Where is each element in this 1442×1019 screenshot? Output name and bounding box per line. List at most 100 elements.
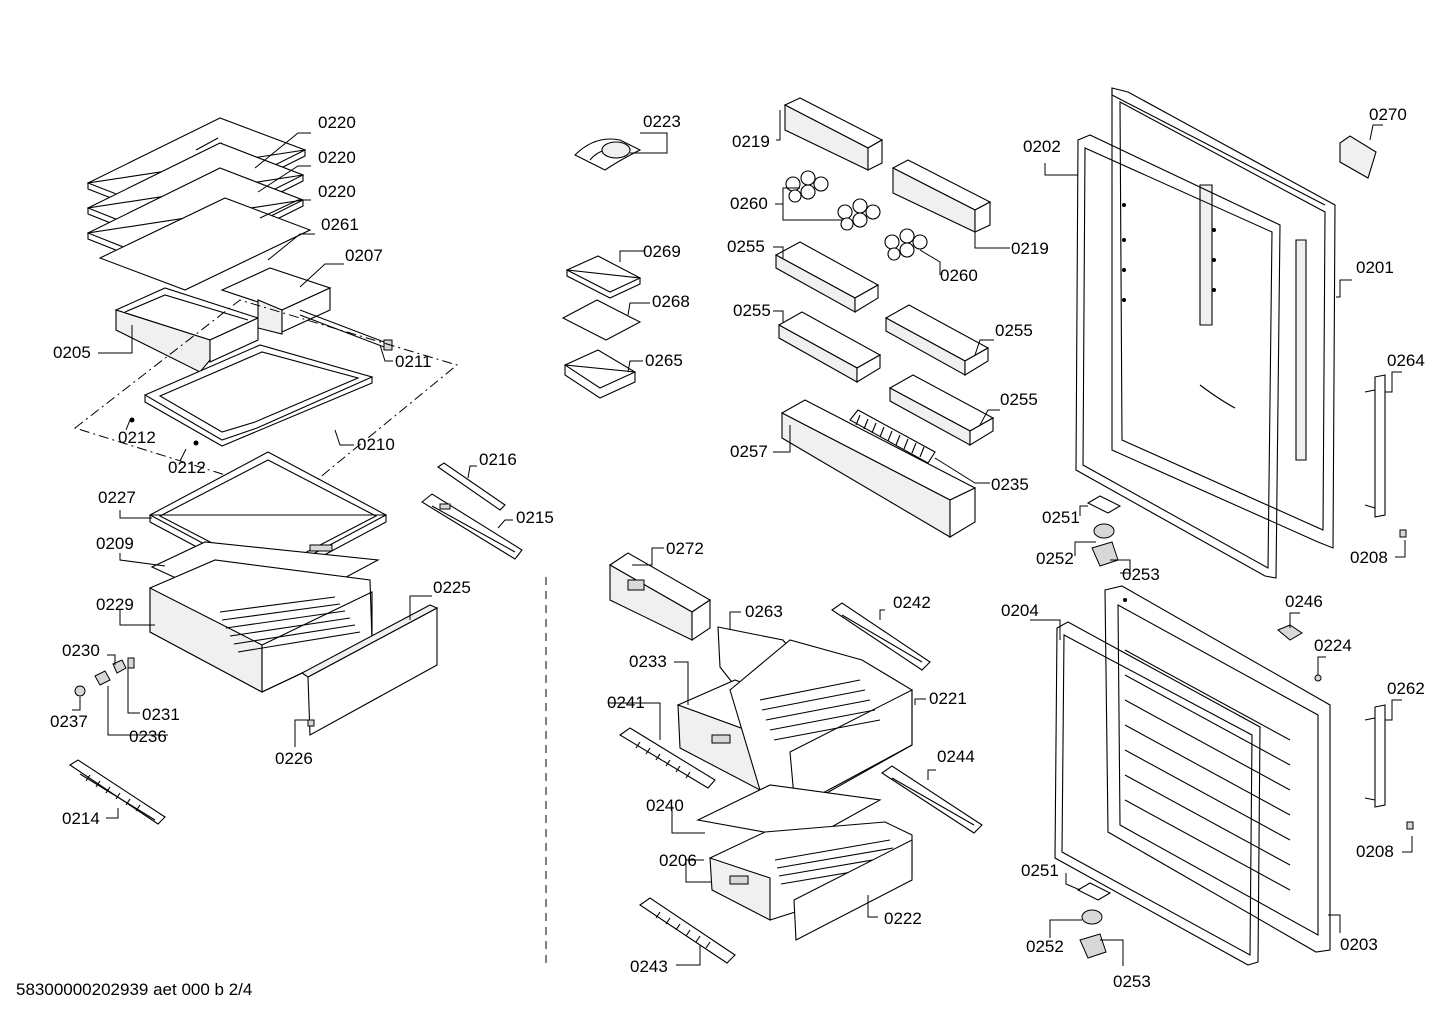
shelf-frame-0210 bbox=[75, 300, 457, 497]
label-0242: 0242 bbox=[893, 593, 931, 612]
label-0240: 0240 bbox=[646, 796, 684, 815]
rail-0214 bbox=[70, 760, 165, 824]
label-0201: 0201 bbox=[1356, 258, 1394, 277]
label-0244: 0244 bbox=[937, 747, 975, 766]
door-gasket-0202 bbox=[1076, 135, 1280, 578]
label-0264: 0264 bbox=[1387, 351, 1425, 370]
plate-0268 bbox=[563, 300, 640, 340]
label-0211: 0211 bbox=[395, 352, 432, 371]
label-0253-b: 0253 bbox=[1113, 972, 1151, 991]
hinge-0251-0252-0253-a bbox=[1088, 496, 1120, 566]
label-0261: 0261 bbox=[321, 215, 359, 234]
label-0225: 0225 bbox=[433, 578, 471, 597]
rail-0242 bbox=[832, 603, 930, 670]
label-0260-a: 0260 bbox=[730, 194, 768, 213]
label-0208-a: 0208 bbox=[1350, 548, 1388, 567]
label-0235: 0235 bbox=[991, 475, 1029, 494]
door-shelf-0255-c bbox=[886, 305, 988, 375]
label-0220-middle: 0220 bbox=[318, 148, 356, 167]
label-0255-a: 0255 bbox=[727, 237, 765, 256]
tray-0269 bbox=[567, 256, 640, 298]
label-0212-b: 0212 bbox=[168, 458, 206, 477]
label-0229: 0229 bbox=[96, 595, 134, 614]
handle-0262 bbox=[1365, 705, 1413, 829]
handle-0264 bbox=[1365, 375, 1406, 537]
rail-0211 bbox=[300, 310, 392, 350]
label-0221: 0221 bbox=[929, 689, 967, 708]
label-0243: 0243 bbox=[630, 957, 668, 976]
container-0219-b bbox=[893, 160, 990, 232]
rail-0215 bbox=[422, 494, 522, 559]
door-shelf-0255-d bbox=[890, 375, 993, 445]
label-0231: 0231 bbox=[142, 705, 180, 724]
leader-lines bbox=[72, 110, 1413, 966]
label-0255-b: 0255 bbox=[733, 301, 771, 320]
drawer-0207 bbox=[222, 268, 330, 334]
egg-tray-0223 bbox=[575, 139, 640, 170]
label-0207: 0207 bbox=[345, 246, 383, 265]
rail-0216 bbox=[438, 463, 505, 510]
label-0272: 0272 bbox=[666, 539, 704, 558]
control-unit-0272 bbox=[610, 553, 710, 640]
label-0262: 0262 bbox=[1387, 679, 1425, 698]
label-0215: 0215 bbox=[516, 508, 554, 527]
label-0253-a: 0253 bbox=[1122, 565, 1160, 584]
label-0216: 0216 bbox=[479, 450, 517, 469]
part-0270 bbox=[1340, 136, 1376, 178]
label-0251-b: 0251 bbox=[1021, 861, 1059, 880]
label-0241: 0241 bbox=[607, 693, 645, 712]
label-0260-b: 0260 bbox=[940, 266, 978, 285]
label-0263: 0263 bbox=[745, 602, 783, 621]
label-0237: 0237 bbox=[50, 712, 88, 731]
fridge-door-0201 bbox=[1112, 88, 1335, 548]
label-0208-b: 0208 bbox=[1356, 842, 1394, 861]
label-0214: 0214 bbox=[62, 809, 100, 828]
drawer-0206 bbox=[710, 822, 912, 920]
drawer-front-0225 bbox=[302, 605, 437, 735]
label-0265: 0265 bbox=[645, 351, 683, 370]
label-0226: 0226 bbox=[275, 749, 313, 768]
egg-cups-0260 bbox=[786, 171, 927, 260]
label-0219-b: 0219 bbox=[1011, 239, 1049, 258]
label-0224: 0224 bbox=[1314, 636, 1352, 655]
label-0203: 0203 bbox=[1340, 935, 1378, 954]
label-0223: 0223 bbox=[643, 112, 681, 131]
label-0255-c: 0255 bbox=[995, 321, 1033, 340]
rail-0244 bbox=[882, 766, 982, 833]
label-0270: 0270 bbox=[1369, 105, 1407, 124]
small-parts-0230-0231-0236-0237 bbox=[75, 658, 134, 696]
label-0230: 0230 bbox=[62, 641, 100, 660]
tray-0265 bbox=[565, 350, 635, 398]
crisper-drawer-0229 bbox=[150, 560, 372, 692]
label-0252-a: 0252 bbox=[1036, 549, 1074, 568]
label-0255-d: 0255 bbox=[1000, 390, 1038, 409]
label-0205: 0205 bbox=[53, 343, 91, 362]
label-0246: 0246 bbox=[1285, 592, 1323, 611]
door-shelf-0255-a bbox=[776, 242, 878, 312]
document-id-footer: 58300000202939 aet 000 b 2/4 bbox=[16, 980, 253, 999]
label-0257: 0257 bbox=[730, 442, 768, 461]
door-shelf-0255-b bbox=[779, 312, 880, 382]
label-0210: 0210 bbox=[357, 435, 395, 454]
drawer-front-0222 bbox=[794, 840, 912, 940]
part-labels: 0220 0220 0220 0261 0207 0205 0211 0212 … bbox=[50, 105, 1425, 991]
rail-0241 bbox=[620, 728, 715, 788]
label-0236: 0236 bbox=[129, 727, 167, 746]
label-0269: 0269 bbox=[643, 242, 681, 261]
label-0222: 0222 bbox=[884, 909, 922, 928]
label-0227: 0227 bbox=[98, 488, 136, 507]
freezer-door-0203 bbox=[1105, 586, 1330, 952]
label-0204: 0204 bbox=[1001, 601, 1039, 620]
label-0220-lower: 0220 bbox=[318, 182, 356, 201]
screw-0224 bbox=[1315, 675, 1321, 681]
bottle-retainer-0235 bbox=[850, 410, 935, 463]
label-0202: 0202 bbox=[1023, 137, 1061, 156]
label-0220-top: 0220 bbox=[318, 113, 356, 132]
shelf-plate-0261 bbox=[100, 198, 310, 290]
rail-0243 bbox=[640, 898, 735, 963]
bottle-shelf-0257 bbox=[782, 400, 975, 537]
hinge-0251-0252-0253-b bbox=[1078, 883, 1110, 958]
label-0209: 0209 bbox=[96, 534, 134, 553]
label-0251-a: 0251 bbox=[1042, 508, 1080, 527]
